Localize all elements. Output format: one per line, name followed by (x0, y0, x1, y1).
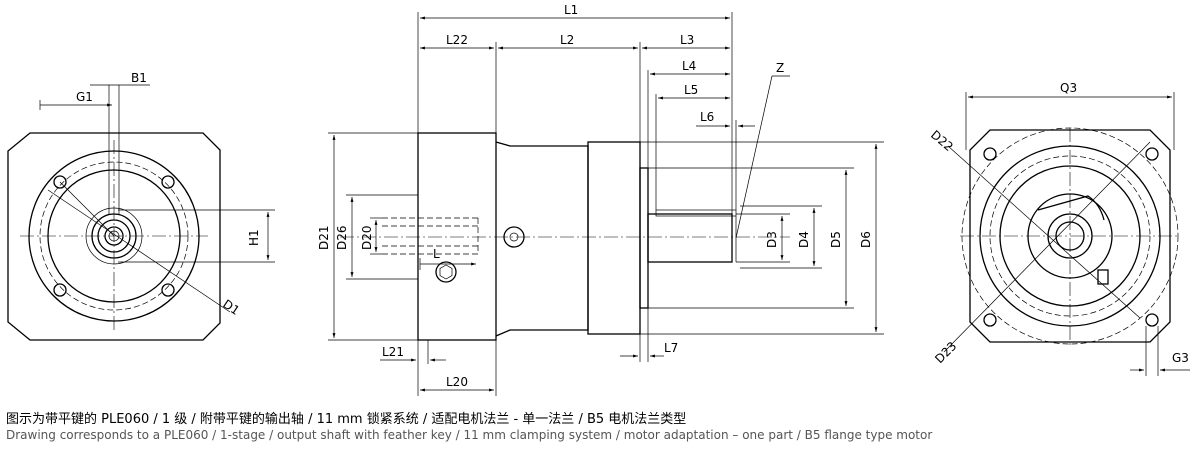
label-d20: D20 (360, 225, 374, 250)
label-l: L (433, 247, 440, 261)
caption-chinese: 图示为带平键的 PLE060 / 1 级 / 附带平键的输出轴 / 11 mm … (6, 412, 687, 427)
label-d3: D3 (765, 231, 779, 248)
label-g3: G3 (1172, 351, 1189, 365)
right-rear-view (943, 92, 1190, 376)
label-d21: D21 (317, 225, 331, 250)
label-l21: L21 (382, 345, 404, 359)
label-h1: H1 (247, 229, 261, 246)
left-front-view (7, 84, 275, 341)
label-d22: D22 (928, 128, 956, 154)
label-d26: D26 (335, 225, 349, 250)
label-d6: D6 (859, 231, 873, 248)
label-d5: D5 (829, 231, 843, 248)
label-q3: Q3 (1060, 81, 1077, 95)
label-l4: L4 (682, 59, 696, 73)
label-d4: D4 (797, 231, 811, 248)
label-g1: G1 (76, 90, 93, 104)
label-z: Z (776, 61, 784, 75)
label-b1: B1 (131, 71, 147, 85)
label-l3: L3 (680, 33, 694, 47)
label-l1: L1 (564, 3, 578, 17)
label-l7: L7 (664, 341, 678, 355)
caption-english: Drawing corresponds to a PLE060 / 1-stag… (6, 428, 933, 442)
label-l6: L6 (700, 110, 714, 124)
dimension-labels: B1 G1 H1 D1 L1 L22 L2 L3 L4 L5 L6 Z D21 … (76, 3, 1189, 389)
label-l5: L5 (684, 83, 698, 97)
technical-drawing: B1 G1 H1 D1 L1 L22 L2 L3 L4 L5 L6 Z D21 … (7, 3, 1190, 396)
label-l2: L2 (560, 33, 574, 47)
label-l22: L22 (446, 33, 468, 47)
label-d23: D23 (932, 339, 959, 366)
label-d1: D1 (220, 297, 242, 318)
middle-side-view (328, 12, 884, 396)
label-l20: L20 (446, 375, 468, 389)
